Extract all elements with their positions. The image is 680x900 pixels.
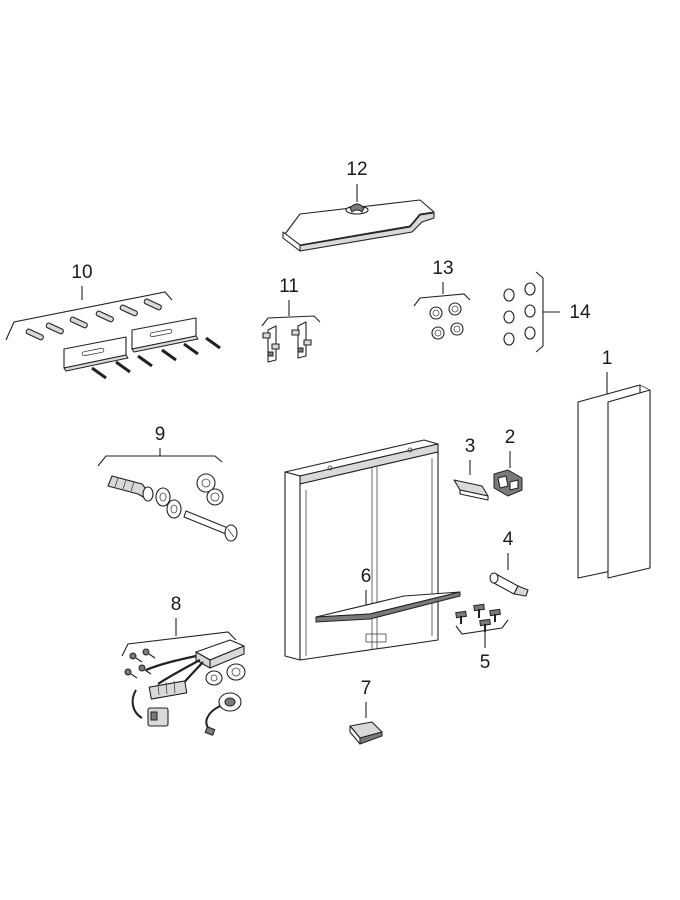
screw-set	[91, 336, 221, 380]
label-5: 5	[480, 652, 491, 673]
label-7: 7	[361, 678, 372, 699]
label-1: 1	[602, 348, 613, 369]
label-6: 6	[361, 566, 372, 587]
label-8: 8	[171, 594, 182, 615]
part-1-mirror-doors: 1	[577, 348, 651, 579]
label-13: 13	[432, 258, 453, 279]
label-11: 11	[279, 276, 299, 297]
part-4-damper: 4	[489, 529, 529, 597]
label-3: 3	[465, 436, 476, 457]
part-9-fastening-kit: 9	[97, 424, 238, 542]
part-5-clips: 5	[455, 603, 509, 673]
label-9: 9	[155, 424, 166, 445]
part-6-glass-shelf: 6	[315, 566, 461, 623]
label-10: 10	[71, 262, 92, 283]
dowel-set	[25, 298, 162, 341]
part-12-top-light-bar: 12	[282, 159, 435, 252]
part-8-electrical-kit: 8	[121, 594, 246, 736]
part-11-hinge-brackets: 11	[261, 276, 321, 363]
part-14-rings: 14	[503, 271, 591, 353]
part-3-cover-plate: 3	[453, 436, 489, 501]
label-14: 14	[569, 302, 591, 323]
label-4: 4	[503, 529, 514, 550]
cabinet-body	[284, 439, 439, 661]
part-10-wall-mounting-rails: 10	[5, 262, 221, 380]
label-12: 12	[346, 159, 367, 180]
part-2-switch-housing: 2	[493, 427, 523, 497]
label-2: 2	[505, 427, 516, 448]
part-7-end-cap: 7	[349, 678, 383, 745]
part-13-cover-caps: 13	[413, 258, 471, 340]
